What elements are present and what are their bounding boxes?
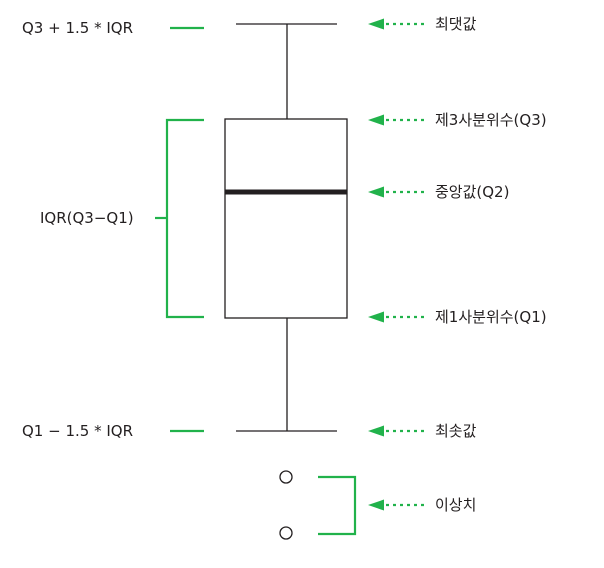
maximum-label: 최댓값 — [435, 15, 477, 33]
lower-fence-label: Q1 − 1.5 * IQR — [22, 422, 133, 440]
upper-fence-label: Q3 + 1.5 * IQR — [22, 19, 133, 37]
iqr-label: IQR(Q3−Q1) — [40, 209, 134, 227]
iqr-bracket — [165, 118, 204, 319]
outliers-arrowhead — [368, 499, 384, 511]
minimum-label: 최솟값 — [435, 422, 477, 440]
minimum-arrowhead — [368, 425, 384, 437]
q1-arrowhead — [368, 311, 384, 323]
maximum-arrowhead — [368, 18, 384, 30]
iqr-box — [224, 118, 348, 319]
outlier-bracket — [318, 475, 357, 536]
median-label: 중앙값(Q2) — [435, 183, 509, 201]
outlier-point-1 — [279, 470, 293, 484]
q1-label: 제1사분위수(Q1) — [435, 308, 547, 326]
outlier-point-2 — [279, 526, 293, 540]
median-arrowhead — [368, 186, 384, 198]
q3-arrowhead — [368, 114, 384, 126]
outliers-label: 이상치 — [435, 496, 476, 514]
q3-label: 제3사분위수(Q3) — [435, 111, 547, 129]
